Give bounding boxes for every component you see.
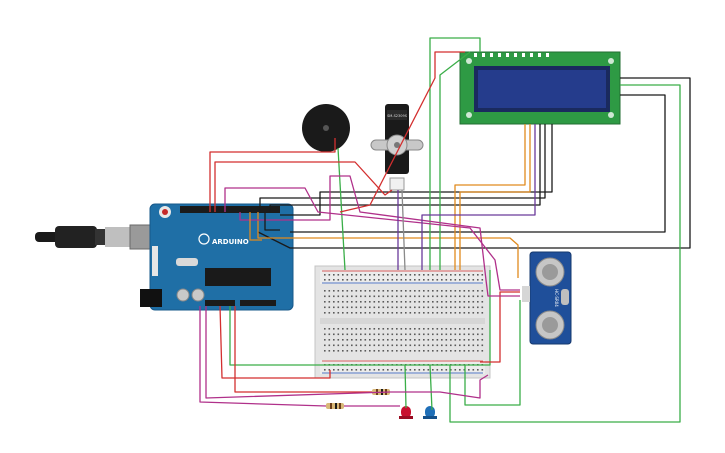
breadboard[interactable] xyxy=(314,265,491,379)
wire-green-buzzer xyxy=(337,147,346,271)
wire-green-led2 xyxy=(404,364,407,409)
wire-orange-1 xyxy=(459,124,531,270)
wire-green-lcd xyxy=(429,37,481,270)
led-blue[interactable] xyxy=(423,406,437,419)
wire-red-res xyxy=(234,306,372,393)
wire-black-1 xyxy=(257,77,691,249)
wire-green-lcd2 xyxy=(439,51,471,270)
wire-magenta-1 xyxy=(224,187,520,291)
lcd-display[interactable] xyxy=(459,51,621,125)
wire-red-right xyxy=(480,291,520,363)
wire-purple-lcd xyxy=(421,124,536,270)
resistor-2[interactable] xyxy=(326,403,344,409)
wire-header-1 xyxy=(249,212,262,241)
ultrasonic-label: HC-SR04 xyxy=(554,289,559,307)
lcd-screen xyxy=(478,70,606,108)
usb-cable xyxy=(35,224,167,250)
wire-green-us xyxy=(464,300,521,406)
arduino-board[interactable]: ARDUINO xyxy=(140,203,294,311)
wire-green-led xyxy=(429,364,433,411)
servo-motor[interactable]: SM-S2309S xyxy=(370,104,424,191)
wire-green-bottom xyxy=(229,270,491,366)
ultrasonic-sensor[interactable]: HC-SR04 xyxy=(522,251,572,345)
wire-magenta-4 xyxy=(205,306,489,399)
led-red[interactable] xyxy=(399,406,413,419)
arduino-brand-label: ARDUINO xyxy=(212,238,249,246)
wire-red-lcd xyxy=(339,51,465,213)
servo-label: SM-S2309S xyxy=(387,114,408,118)
wire-magenta-5 xyxy=(239,175,520,297)
wire-red-servo xyxy=(214,161,393,212)
wire-black-4 xyxy=(269,124,541,212)
wire-green-right xyxy=(449,84,681,423)
wire-red-bottom xyxy=(219,305,331,379)
wire-red-top xyxy=(209,138,336,212)
wire-orange-2 xyxy=(454,124,526,270)
wire-gray-servo xyxy=(401,189,406,271)
wire-black-5 xyxy=(280,124,553,216)
wire-black-2 xyxy=(290,94,666,233)
wire-magenta-2 xyxy=(199,306,327,407)
wire-header-2 xyxy=(264,212,280,231)
piezo-buzzer[interactable] xyxy=(302,104,350,152)
wires xyxy=(199,37,691,423)
wire-orange-3 xyxy=(257,212,519,278)
